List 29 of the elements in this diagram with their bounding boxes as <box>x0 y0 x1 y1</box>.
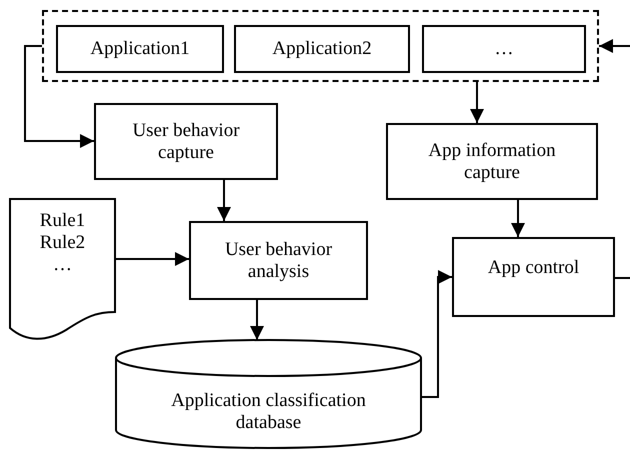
box-label: … <box>494 38 514 60</box>
arrow <box>24 45 94 148</box>
arrow <box>116 252 189 266</box>
box-label: App control <box>488 257 580 279</box>
arrow <box>250 300 264 340</box>
box-label: User behavior capture <box>131 120 241 164</box>
rule-label: Rule2 <box>40 232 86 254</box>
arrow <box>511 200 525 237</box>
database-cylinder <box>115 340 422 448</box>
process-box <box>452 237 615 317</box>
process-box <box>189 221 368 300</box>
box-label: App information capture <box>428 140 556 184</box>
box-label: User behavior analysis <box>224 238 334 282</box>
arrow <box>599 39 630 53</box>
process-box <box>386 123 598 200</box>
dashed-group-box <box>42 10 599 82</box>
box-label: Application1 <box>90 38 190 60</box>
arrow <box>470 82 484 123</box>
process-box <box>422 25 586 73</box>
document-shape <box>9 198 116 342</box>
process-box <box>56 25 224 73</box>
box-label: Application2 <box>272 38 372 60</box>
arrow <box>422 270 452 398</box>
arrow <box>217 180 231 221</box>
process-box <box>234 25 410 73</box>
box-label: Application classification database <box>170 390 367 434</box>
rule-label: Rule1 <box>40 210 86 232</box>
process-box <box>94 103 278 180</box>
rule-label: … <box>53 254 72 276</box>
